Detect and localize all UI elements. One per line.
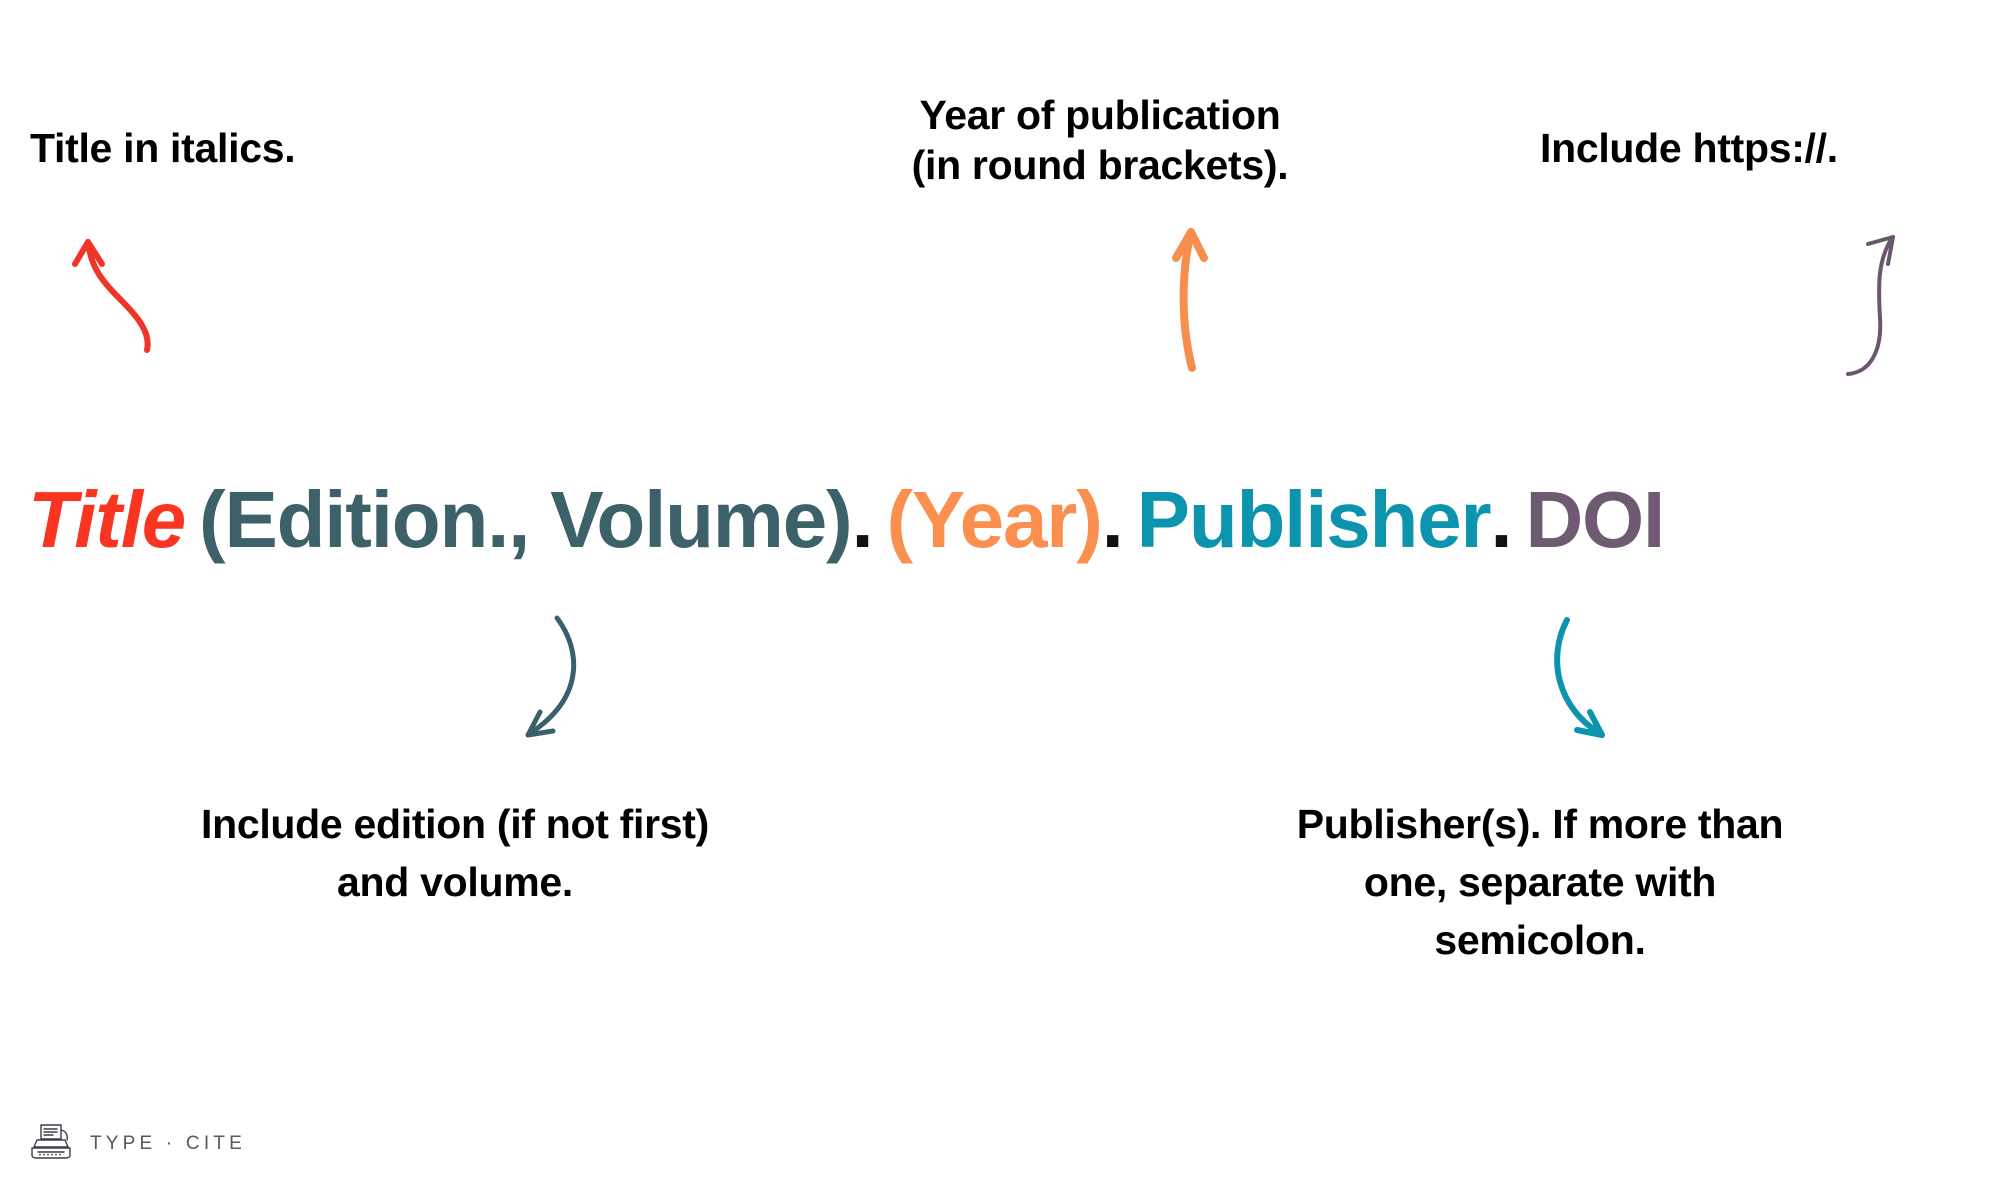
citation-part-publisher: Publisher [1136, 475, 1492, 564]
annotation-edition-note: Include edition (if not first) and volum… [200, 801, 709, 906]
brand-logo: TYPE · CITE [28, 1122, 246, 1166]
citation-part-title: Title [28, 475, 186, 564]
arrow-to-publisher-icon [1554, 617, 1605, 738]
annotation-doi-note: Include https://. [1540, 125, 1838, 171]
citation-format-line: Title(Edition., Volume).(Year).Publisher… [0, 455, 2000, 585]
annotation-title-note: Title in italics. [30, 125, 296, 171]
annotation-publisher-note: Publisher(s). If more than one, separate… [1296, 801, 1784, 964]
logo-wordmark: TYPE · CITE [90, 1133, 246, 1154]
citation-separator-2: . [1101, 475, 1124, 564]
citation-separator-3: . [1490, 475, 1512, 564]
arrow-to-year-icon [1172, 228, 1208, 372]
arrow-to-title-icon [72, 239, 151, 353]
citation-part-doi: DOI [1525, 475, 1665, 564]
typewriter-icon [31, 1124, 71, 1159]
citation-part-edition-volume: (Edition., Volume) [199, 475, 853, 564]
arrow-to-doi-icon [1846, 235, 1895, 376]
annotation-year-note: Year of publication (in round brackets). [911, 92, 1289, 189]
arrow-to-edition-icon [525, 615, 577, 738]
citation-separator-1: . [851, 475, 873, 564]
citation-part-year: (Year) [886, 475, 1102, 564]
